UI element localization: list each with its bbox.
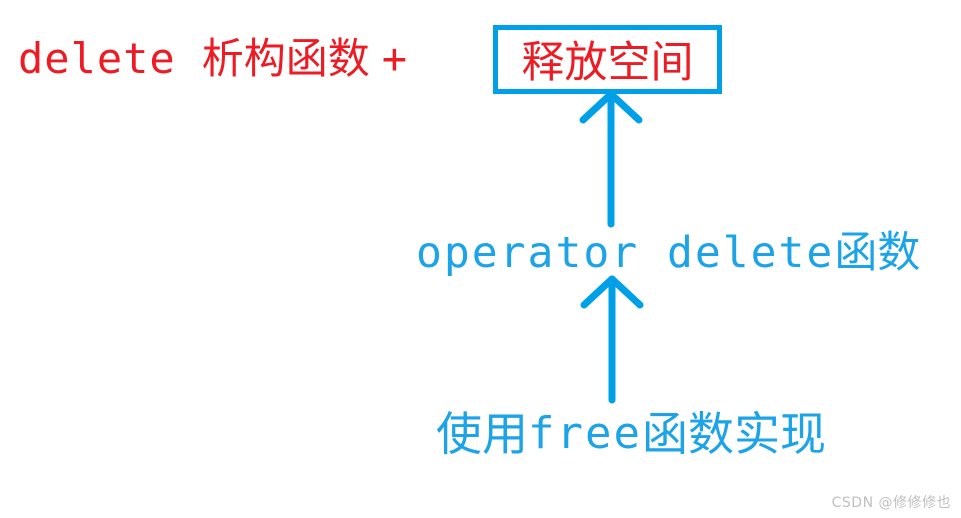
- free-space-highlight-box: 释放空间: [493, 25, 722, 94]
- delete-expression-row: delete 析构函数 +: [18, 28, 422, 90]
- use-prefix-label: 使用: [436, 407, 528, 461]
- operator-delete-suffix-label: 函数: [834, 227, 921, 278]
- destructor-label: 析构函数: [201, 34, 370, 83]
- free-implementation-row: 使用 free 函数实现: [436, 408, 826, 460]
- delete-keyword-label: delete: [18, 34, 176, 83]
- arrow-to-boxed-term-icon: [579, 90, 643, 228]
- plus-operator-label: +: [381, 34, 409, 83]
- arrow-to-operator-delete-icon: [580, 275, 644, 404]
- operator-delete-code-label: operator delete: [416, 227, 835, 278]
- operator-delete-row: operator delete 函数: [416, 228, 920, 278]
- csdn-watermark: CSDN @修修修也: [831, 495, 951, 511]
- free-suffix-label: 函数实现: [641, 407, 826, 461]
- free-code-label: free: [528, 408, 642, 459]
- free-space-label: 释放空间: [521, 37, 694, 88]
